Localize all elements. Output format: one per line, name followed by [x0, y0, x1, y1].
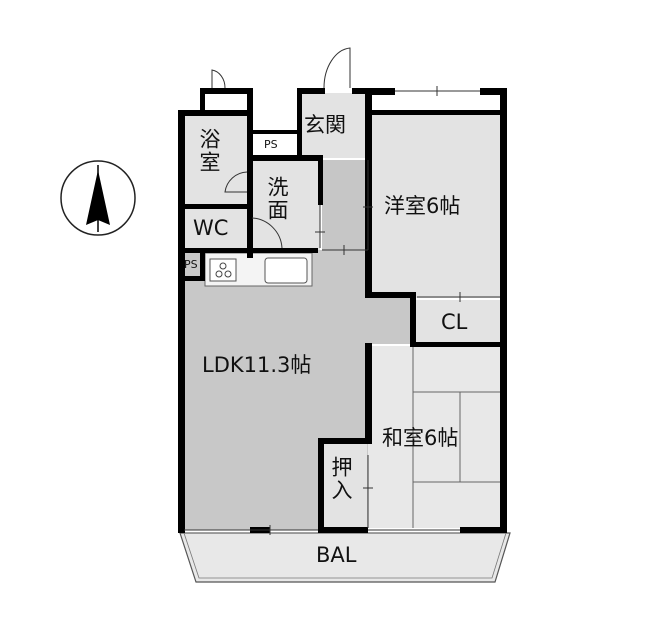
hall-fill [322, 160, 367, 250]
room-label-oshiire: 押入 [329, 456, 353, 502]
room-label-balcony: BAL [316, 543, 357, 567]
western-room-fill [370, 113, 502, 298]
room-label-closet: CL [441, 310, 468, 334]
room-label-ps-top: PS [264, 138, 278, 151]
room-label-entrance: 玄関 [304, 113, 346, 137]
closet-fill [415, 300, 502, 344]
washroom-fill [252, 160, 320, 250]
room-label-ps-kitchen: PS [184, 258, 198, 271]
room-label-washroom: 洗面 [265, 176, 289, 222]
oshiire-fill [322, 442, 367, 528]
room-label-japanese-room: 和室6帖 [382, 426, 459, 450]
room-label-bath: 浴室 [197, 128, 221, 174]
north-compass-icon [60, 160, 136, 236]
wc-fill [183, 208, 250, 250]
room-label-wc: WC [193, 216, 229, 240]
room-label-ldk: LDK11.3帖 [202, 353, 312, 377]
room-label-western-room: 洋室6帖 [384, 194, 461, 218]
entrance-fill [300, 93, 365, 158]
japanese-room-fill [368, 346, 502, 528]
